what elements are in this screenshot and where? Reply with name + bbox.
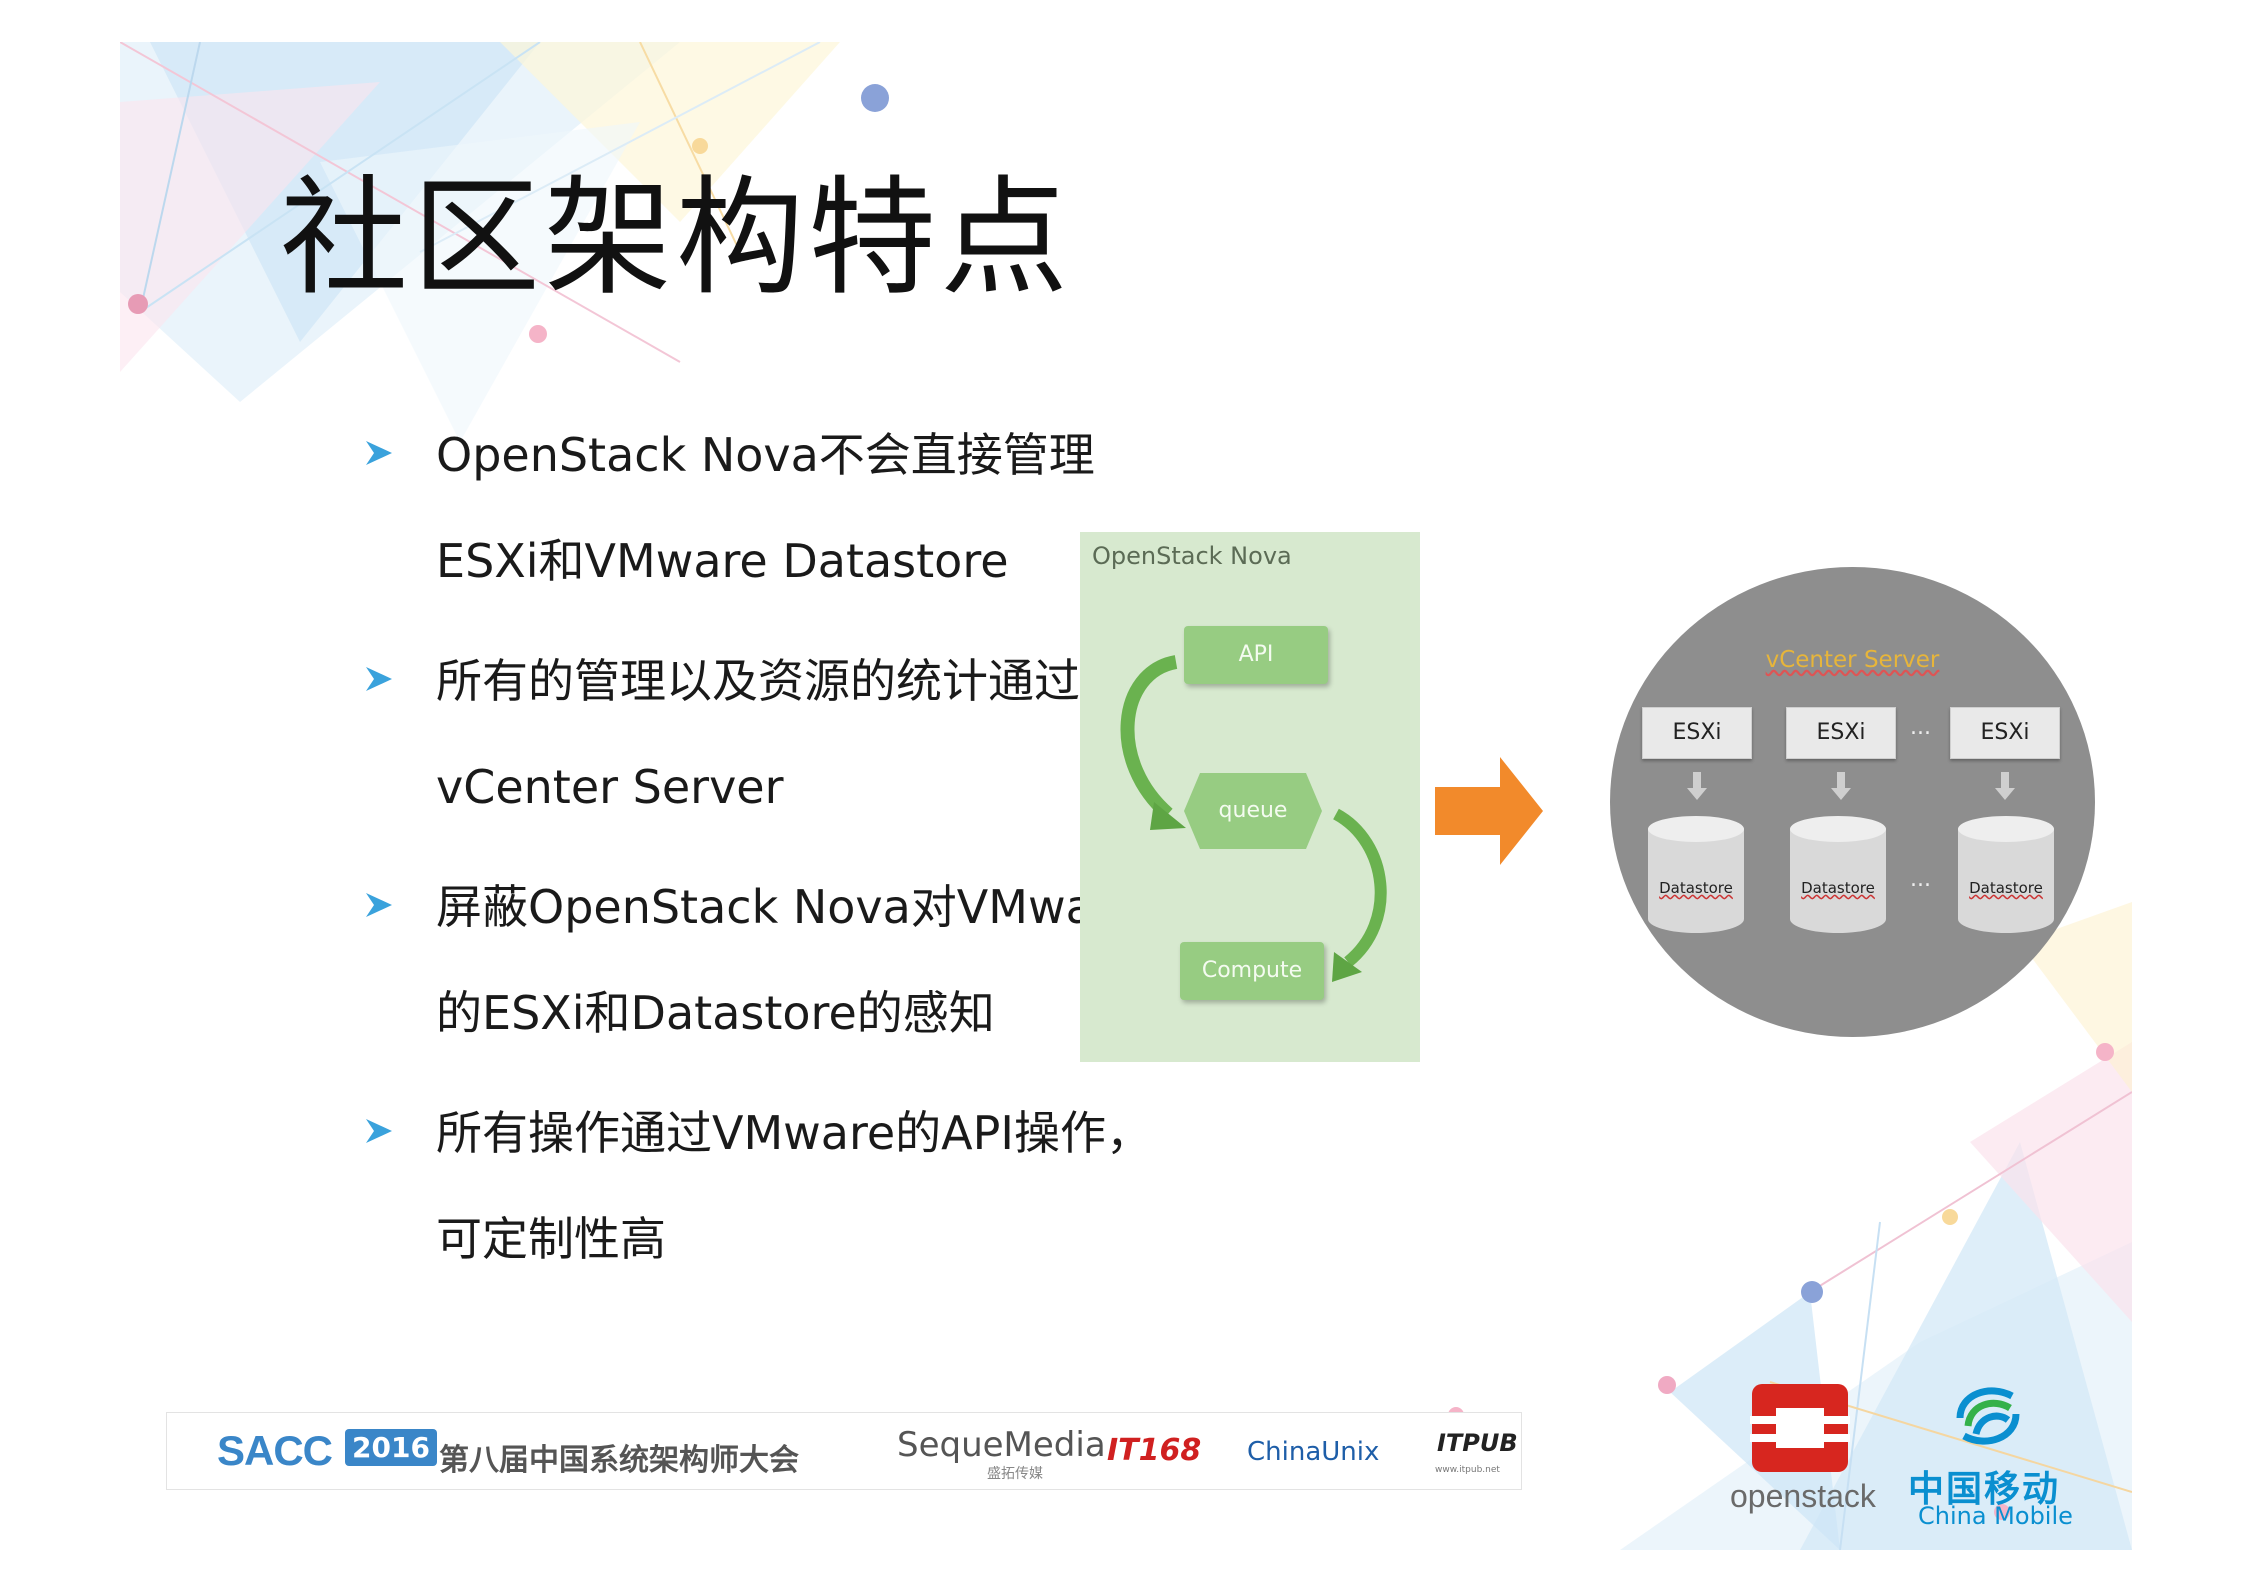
esxi-box: ESXi [1642, 707, 1752, 759]
bullet-text-line2: 可定制性高 [436, 1212, 666, 1266]
list-item: OpenStack Nova不会直接管理 ESXi和VMware Datasto… [240, 402, 1160, 614]
conference-name: 第八届中国系统架构师大会 [439, 1443, 799, 1478]
right-arrow-icon [1435, 757, 1543, 865]
architecture-diagram: OpenStack Nova API queue Compute vCenter… [1080, 532, 2120, 1092]
bullet-list: OpenStack Nova不会直接管理 ESXi和VMware Datasto… [240, 402, 1160, 1306]
it168-logo: IT168 [1107, 1433, 1202, 1468]
list-item: 所有操作通过VMware的API操作， 可定制性高 [240, 1080, 1160, 1292]
vcenter-server-circle: vCenter Server ESXi ESXi ... ESXi Datast… [1610, 567, 2095, 1037]
cycle-arrow-icon [1120, 655, 1186, 830]
bullet-arrow-icon [366, 441, 392, 465]
nova-label: OpenStack Nova [1092, 542, 1292, 570]
datastore-label: Datastore [1659, 879, 1733, 897]
ellipsis: ... [1910, 867, 1931, 892]
datastore-cylinder [1958, 816, 2054, 933]
list-item: 屏蔽OpenStack Nova对VMware 的ESXi和Datastore的… [240, 854, 1160, 1066]
slide: 社区架构特点 OpenStack Nova不会直接管理 ESXi和VMware … [120, 42, 2132, 1550]
esxi-box: ESXi [1786, 707, 1896, 759]
down-arrow-icon [1995, 772, 2015, 800]
datastore-label: Datastore [1969, 879, 2043, 897]
bullet-text-line1: 屏蔽OpenStack Nova对VMware [436, 880, 1140, 934]
bullet-text-line1: 所有操作通过VMware的API操作， [436, 1106, 1152, 1160]
chinaunix-logo: ChinaUnix [1247, 1437, 1380, 1467]
openstack-wordmark: openstack [1730, 1478, 1876, 1514]
sacc-logo: SACC [217, 1427, 333, 1474]
china-mobile-logo-icon [1956, 1387, 2020, 1445]
esxi-box: ESXi [1950, 707, 2060, 759]
sequemedia-logo: SequeMedia [897, 1425, 1106, 1465]
list-item: 所有的管理以及资源的统计通过 vCenter Server [240, 628, 1160, 840]
datastore-cylinder [1648, 816, 1744, 933]
bullet-text-line1: OpenStack Nova不会直接管理 [436, 428, 1095, 482]
china-mobile-cn: 中国移动 [1908, 1469, 2061, 1510]
bullet-text-line1: 所有的管理以及资源的统计通过 [436, 654, 1080, 708]
ellipsis: ... [1910, 715, 1931, 740]
nova-panel: OpenStack Nova API queue Compute [1080, 532, 1420, 1062]
queue-hexagon [1184, 773, 1322, 849]
sponsor-bar: SACC 2016 第八届中国系统架构师大会 SequeMedia 盛拓传媒 I… [166, 1412, 1522, 1490]
bullet-text-line2: vCenter Server [436, 760, 784, 814]
api-box: API [1184, 626, 1328, 684]
down-arrow-icon [1687, 772, 1707, 800]
datastore-cylinder [1790, 816, 1886, 933]
vcenter-label: vCenter Server [1765, 647, 1940, 673]
queue-box: queue [1218, 798, 1288, 823]
openstack-logo-icon [1750, 1384, 1850, 1472]
down-arrow-icon [1831, 772, 1851, 800]
itpub-logo: ITPUB [1437, 1429, 1518, 1457]
compute-box: Compute [1180, 942, 1324, 1000]
year-badge: 2016 [345, 1429, 437, 1466]
sequemedia-sub: 盛拓传媒 [987, 1466, 1043, 1482]
bullet-text-line2: ESXi和VMware Datastore [436, 534, 1009, 588]
bullet-text-line2: 的ESXi和Datastore的感知 [436, 986, 995, 1040]
bullet-arrow-icon [366, 667, 392, 691]
datastore-label: Datastore [1801, 879, 1875, 897]
bullet-arrow-icon [366, 893, 392, 917]
background-decoration [120, 42, 2132, 1550]
page-title: 社区架构特点 [280, 164, 1073, 313]
china-mobile-en: China Mobile [1918, 1502, 2073, 1530]
bullet-arrow-icon [366, 1119, 392, 1143]
cycle-arrow-icon [1332, 808, 1387, 982]
itpub-sub: www.itpub.net [1435, 1465, 1500, 1475]
